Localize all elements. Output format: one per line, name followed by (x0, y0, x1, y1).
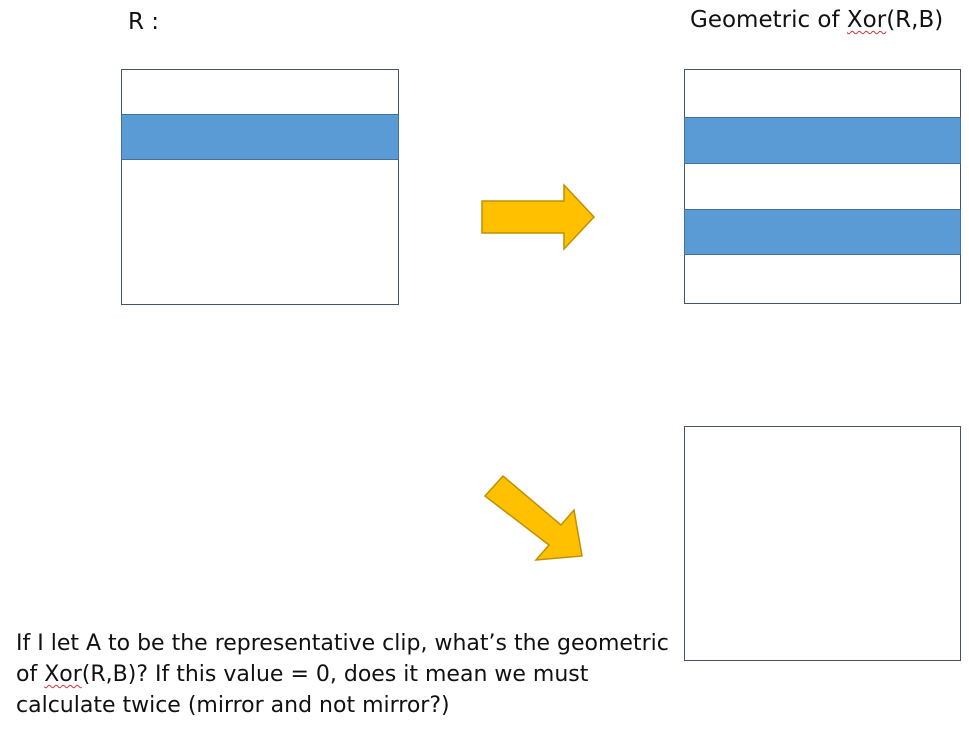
geo-blue-band-bottom (684, 209, 961, 255)
r-rectangle (121, 69, 399, 305)
question-text: If I let A to be the representative clip… (16, 628, 686, 721)
question-term: Xor (44, 662, 82, 687)
diagonal-arrow-icon (483, 474, 583, 561)
r-blue-band (121, 114, 399, 160)
label-geo-suffix: (R,B) (886, 7, 944, 33)
right-arrow-shape (481, 183, 596, 251)
geo-blue-band-top (684, 117, 961, 164)
geometric-xor-rectangle (684, 69, 961, 304)
empty-rectangle (684, 426, 961, 661)
diagonal-arrow-shape (483, 474, 583, 561)
label-r-text: R : (128, 9, 160, 35)
right-arrow-icon (481, 183, 596, 251)
question-part1: If I let A to be the representative clip… (16, 631, 669, 687)
label-geometric-xor: Geometric of Xor(R,B) (690, 6, 943, 34)
label-geo-prefix: Geometric of (690, 7, 847, 33)
label-geo-term: Xor (846, 7, 887, 33)
label-r: R : (128, 8, 159, 36)
question-part2: (R,B)? If this value = 0, does it mean w… (16, 662, 589, 718)
